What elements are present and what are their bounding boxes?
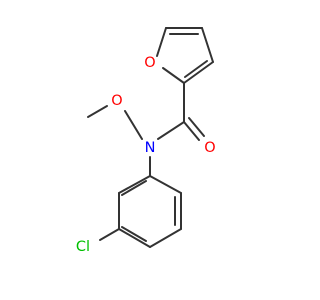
bond-benzene-c3-c4 (149, 228, 182, 248)
bond-benzene-c1-c2 (149, 175, 182, 194)
amide-nitrogen-label: N (145, 140, 156, 156)
bond-benzene-inner-3 (121, 180, 147, 196)
bond-furan-c2-c3-double (184, 60, 208, 78)
bond-benzene-c6-c1 (118, 175, 151, 194)
carbonyl-oxygen-label: O (204, 140, 215, 156)
bond-o-methyl (87, 105, 108, 118)
chlorine-label: Cl (76, 239, 90, 255)
bond-benzene-inner-2 (121, 226, 147, 242)
bond-carbonyl-co-double (188, 117, 205, 137)
bond-furan-c3-c4 (201, 27, 214, 63)
bond-carbonyl-c-n (157, 121, 185, 140)
methoxy-oxygen-label: O (111, 93, 122, 109)
molecule-canvas: O O N O Cl (0, 0, 300, 300)
bond-furan-c2-c3 (183, 61, 214, 84)
bond-n-o-methoxy (124, 110, 143, 140)
structure-diagram: O O N O Cl (0, 0, 300, 300)
bond-layer (87, 27, 214, 248)
bond-furan-o1-c5 (156, 27, 167, 57)
background (0, 0, 300, 300)
bond-furan-c2-o1 (162, 67, 185, 84)
atom-label-layer: O O N O Cl (76, 55, 216, 255)
furan-oxygen-label: O (144, 55, 155, 71)
bond-c-cl (99, 228, 120, 241)
bond-carbonyl-co (183, 121, 200, 141)
bond-benzene-c4-c5 (118, 228, 151, 248)
